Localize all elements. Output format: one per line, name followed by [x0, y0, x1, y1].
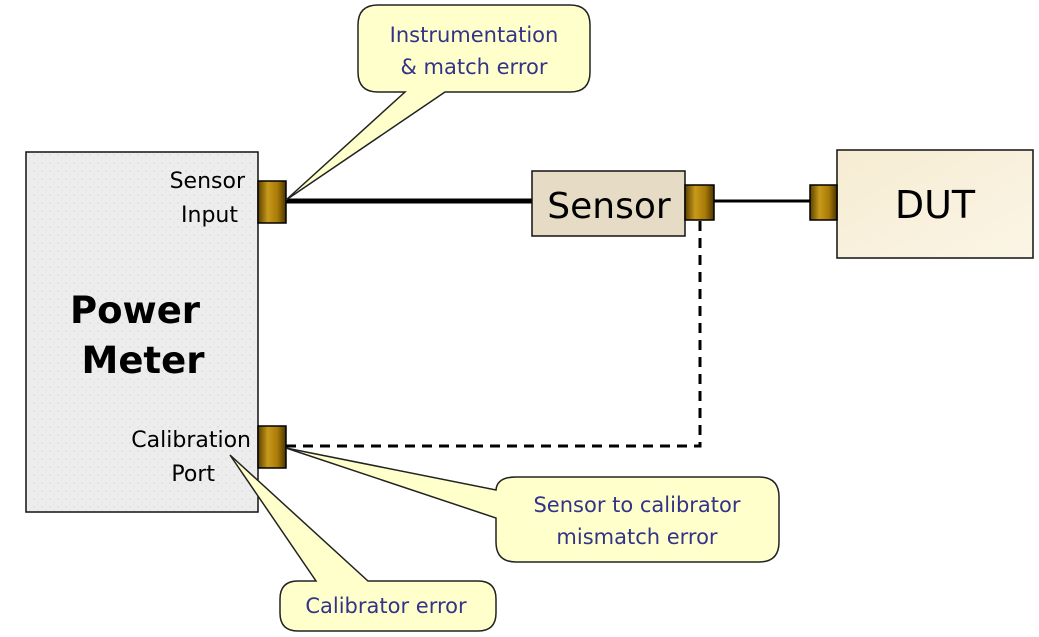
callout-sensor-to-calibrator-mismatch: Sensor to calibrator mismatch error	[285, 447, 780, 563]
callout-sensor-calibrator-line1: Sensor to calibrator	[533, 493, 740, 517]
sensor-input-label-line2: Input	[181, 203, 238, 228]
power-meter: Power Meter Sensor Input Calibration Por…	[25, 151, 259, 513]
calibration-port-label-line1: Calibration	[131, 428, 251, 453]
sensor-box: Sensor	[531, 170, 686, 237]
callout-instrumentation-line2: & match error	[401, 55, 548, 79]
calibration-dashed-path	[286, 221, 702, 448]
callout-calibrator-error: Calibrator error	[229, 454, 497, 632]
power-meter-title-line2: Meter	[82, 339, 206, 382]
callout-calibrator-error-text: Calibrator error	[305, 594, 467, 618]
callout-instrumentation-match-error: Instrumentation & match error	[285, 4, 591, 201]
sensor-input-connector	[257, 180, 287, 224]
callout-sensor-calibrator-line2: mismatch error	[556, 525, 718, 549]
dut-label: DUT	[895, 183, 976, 227]
sensor-input-label-line1: Sensor	[170, 169, 246, 194]
power-meter-title-line1: Power	[70, 289, 201, 332]
sensor-output-connector	[684, 184, 715, 221]
calibration-port-connector	[257, 425, 287, 469]
callout-instrumentation-line1: Instrumentation	[390, 23, 559, 47]
sensor-label: Sensor	[547, 186, 671, 227]
dut-box: DUT	[836, 149, 1034, 259]
calibration-port-label-line2: Port	[171, 462, 215, 487]
dut-input-connector	[809, 184, 838, 221]
